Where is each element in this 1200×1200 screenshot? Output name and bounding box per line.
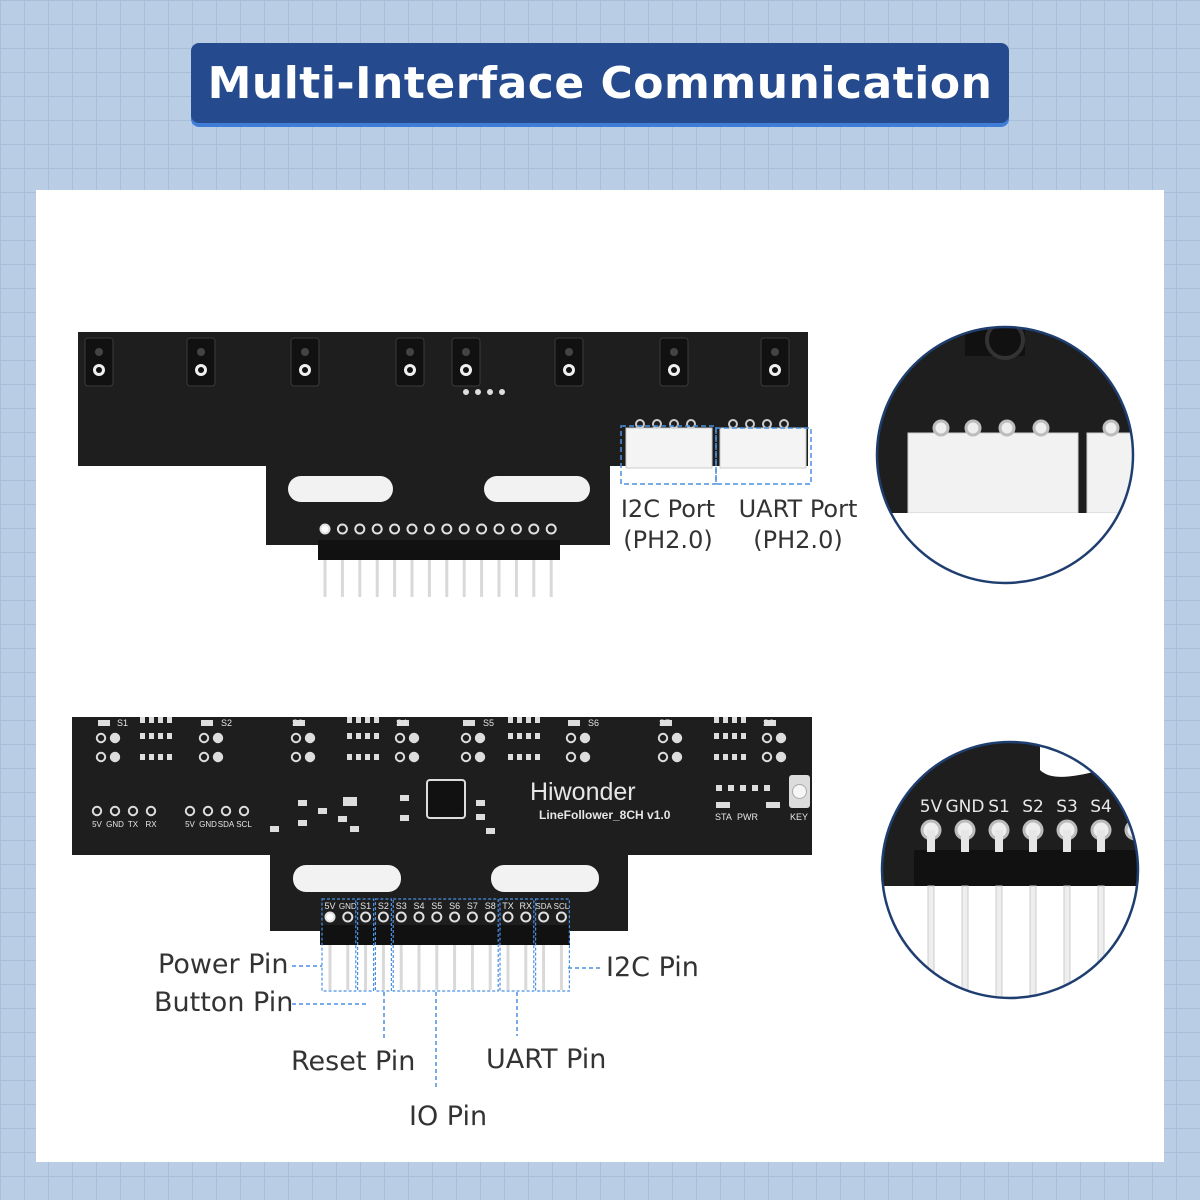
ir-sensor	[290, 337, 320, 387]
ir-sensor	[395, 337, 425, 387]
i2c-port-label: I2C Port (PH2.0)	[612, 494, 724, 556]
uart-silk-label: RX	[145, 820, 157, 829]
pin-group-highlight	[392, 898, 499, 992]
header-pin-label: S3	[396, 901, 407, 911]
sensor-silk-label: S8	[763, 718, 774, 728]
ir-sensor	[186, 337, 216, 387]
top-board	[78, 332, 812, 597]
uart-pin-label: UART Pin	[486, 1044, 607, 1075]
sensor-silk-label: S7	[659, 718, 670, 728]
zoom-pin-label: S3	[1056, 797, 1078, 817]
header-pin-label: SDA	[535, 902, 552, 911]
title-banner: Multi-Interface Communication	[191, 43, 1009, 123]
header-pin-label: S4	[413, 901, 424, 911]
pwr-silk-label: PWR	[737, 812, 758, 822]
mount-slot-right	[484, 476, 590, 502]
uart-port-label: UART Port (PH2.0)	[732, 494, 864, 556]
i2c-pin-label: I2C Pin	[606, 952, 699, 983]
zoom-circle-ports	[875, 325, 1135, 585]
i2c-silk-label: GND	[199, 820, 217, 829]
reset-pin-label: Reset Pin	[291, 1046, 416, 1077]
i2c-silk-label: SCL	[236, 820, 252, 829]
sta-silk-label: STA	[715, 812, 732, 822]
io-pin-label: IO Pin	[409, 1101, 488, 1132]
sensor-silk-label: S1	[117, 718, 128, 728]
zoom-pin-label: S2	[1022, 797, 1044, 817]
mount-slot-left	[288, 476, 393, 502]
uart-silk-label: TX	[128, 820, 139, 829]
leader-lines	[292, 965, 600, 1090]
pin-group-highlight	[499, 898, 535, 992]
brand-logo: Hiwonder	[530, 778, 636, 806]
pin-group-highlight	[534, 898, 570, 992]
i2c-silk-label: 5V	[185, 820, 195, 829]
i2c-silk-label: SDA	[218, 820, 235, 829]
pin-header-top	[318, 523, 560, 597]
uart-silk-label: GND	[106, 820, 124, 829]
page-title: Multi-Interface Communication	[207, 57, 993, 109]
header-pin-label: SCL	[554, 902, 570, 911]
zoom-pin-label: 5V	[920, 797, 943, 817]
zoom-pin-label: S1	[988, 797, 1010, 817]
header-pin-label: S8	[485, 901, 496, 911]
sensor-silk-label: S6	[588, 718, 599, 728]
i2c-port-name: I2C Port	[620, 495, 716, 523]
header-pin-label: RX	[520, 901, 533, 911]
ir-sensor	[760, 337, 790, 387]
pin-group-highlight	[321, 898, 357, 992]
header-pin-label: S6	[449, 901, 460, 911]
ir-sensor	[659, 337, 689, 387]
i2c-port-spec: (PH2.0)	[623, 526, 713, 554]
header-pin-label: TX	[502, 901, 514, 911]
uart-silk-label: 5V	[92, 820, 102, 829]
pin-group-highlight	[374, 898, 392, 992]
power-pin-label: Power Pin	[158, 949, 289, 980]
header-pin-label: S7	[467, 901, 478, 911]
sensor-silk-label: S2	[221, 718, 232, 728]
ir-sensors-top	[84, 337, 790, 387]
status-dots	[463, 389, 505, 395]
zoom-pin-label: GND	[946, 797, 985, 817]
ir-sensor	[84, 337, 114, 387]
sensor-silk-label: S5	[483, 718, 494, 728]
mount-slot-left	[293, 865, 401, 892]
uart-connector-top	[715, 419, 812, 485]
button-pin-label: Button Pin	[154, 987, 294, 1018]
sensor-silk-label: S3	[292, 718, 303, 728]
pin-group-highlight	[357, 898, 375, 992]
sensor-silk-label: S4	[396, 718, 407, 728]
ir-sensor	[554, 337, 584, 387]
model-label: LineFollower_8CH v1.0	[539, 808, 671, 822]
header-pin-label: S5	[431, 901, 442, 911]
header-pin-label: 5V	[324, 901, 335, 911]
mount-slot-right	[491, 865, 599, 892]
header-pin-label: GND	[339, 902, 357, 911]
mcu-chip	[426, 779, 466, 819]
header-pin-label: S2	[378, 901, 389, 911]
zoom-pin-label: S4	[1090, 797, 1112, 817]
key-silk-label: KEY	[790, 812, 808, 822]
uart-port-spec: (PH2.0)	[753, 526, 843, 554]
i2c-connector-top	[620, 419, 717, 485]
ir-sensor	[451, 337, 481, 387]
header-pin-label: S1	[360, 901, 371, 911]
uart-port-name: UART Port	[738, 495, 858, 523]
